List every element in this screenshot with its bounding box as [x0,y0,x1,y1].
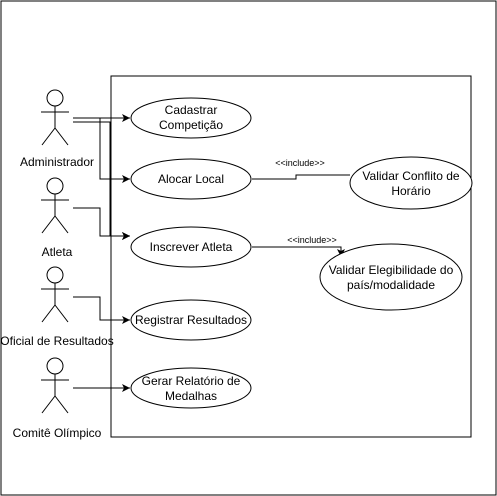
include-line-conflito [252,174,350,180]
actor-label-comite: Comitê Olímpico [13,426,102,440]
actor-label-atleta: Atleta [42,245,73,259]
assoc-oficial-registrar [73,296,130,324]
include-line-elegibilidade [252,246,345,257]
assoc-admin-alocar [99,118,130,183]
actor-head [46,177,64,195]
use-case-label: Gerar Relatório de [142,374,241,388]
use-case-label: Medalhas [165,389,217,403]
use-case-registrar[interactable]: Registrar Resultados [130,299,252,341]
actor-head [46,357,64,375]
use-case-label: Validar Conflito de [362,169,459,183]
use-case-alocar[interactable]: Alocar Local [130,158,252,200]
use-case-cadastrar[interactable]: Cadastrar Competição [130,97,252,139]
use-case-gerar[interactable]: Gerar Relatório de Medalhas [130,367,252,409]
actor-head [46,89,64,107]
use-case-label: Horário [391,184,431,198]
actor-comite-olimpico[interactable] [41,357,69,414]
actor-oficial-de-resultados[interactable] [41,266,69,323]
actor-atleta[interactable] [41,177,69,234]
actor-label-administrador: Administrador [20,155,94,169]
actor-head [46,266,64,284]
use-case-label: país/modalidade [347,278,435,292]
use-case-label: Registrar Resultados [135,313,247,327]
use-case-validar-conflito[interactable]: Validar Conflito de Horário [349,156,473,210]
actor-administrador[interactable] [41,89,69,146]
use-case-label: Competição [159,118,223,132]
actor-label-oficial: Oficial de Resultados [0,334,113,348]
include-label-2: <<include>> [287,235,337,245]
include-label-1: <<include>> [275,158,325,168]
use-case-label: Inscrever Atleta [150,240,233,254]
assoc-atleta-inscrever [73,207,130,240]
use-case-validar-elegibilidade[interactable]: Validar Elegibilidade do país/modalidade [319,243,463,311]
use-case-label: Cadastrar [165,103,218,117]
use-case-label: Alocar Local [158,172,224,186]
system-boundary [110,75,472,438]
use-case-label: Validar Elegibilidade do [329,263,454,277]
use-case-inscrever[interactable]: Inscrever Atleta [130,226,252,268]
